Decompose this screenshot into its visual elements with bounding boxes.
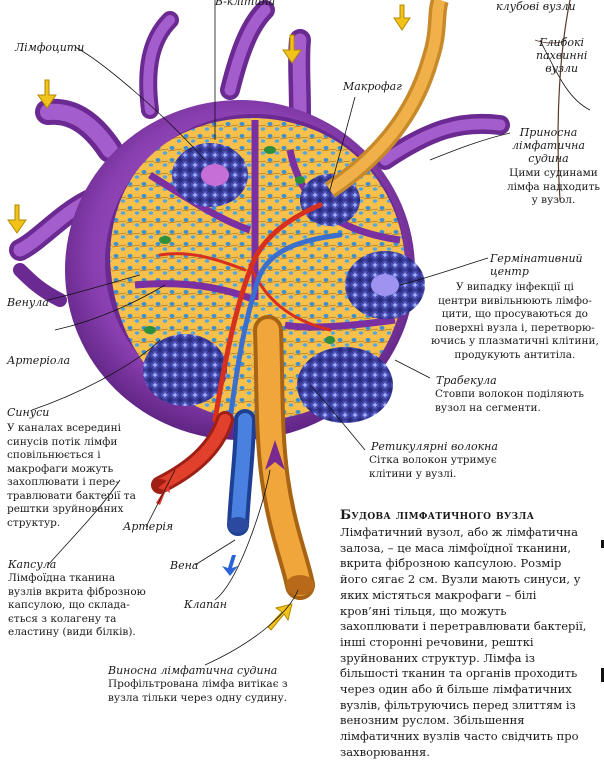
efferent-text: Профільтрована лімфа витікає з вузла тіл… xyxy=(108,678,288,704)
edge-mark xyxy=(601,668,604,682)
hilum-vessels xyxy=(151,315,315,600)
article-heading: Будова лімфатичного вузла xyxy=(340,508,535,523)
lymph-node-illustration xyxy=(7,0,591,666)
thigh-outline xyxy=(557,0,571,201)
efferent-title: Виносна лімфатична судина xyxy=(108,664,278,677)
trabecula-text: Стовпи волокон поділяють вузол на сегмен… xyxy=(435,388,584,414)
reticular-title: Ретикулярні волокна xyxy=(371,440,498,453)
arteriole-label: Артеріола xyxy=(7,354,71,367)
macrophage-label: Макрофаг xyxy=(343,80,402,93)
deep-inguinal-label: Глибокі пахвинні вузли xyxy=(536,36,588,75)
capsule-title: Капсула xyxy=(8,558,57,571)
germinal-text: У випадку інфекції ці центри вивільнюють… xyxy=(431,281,599,361)
reticular-text: Сітка волокон утримує клітини у вузлі. xyxy=(369,454,497,480)
sinuses-text: У каналах всередині синусів потік лімфи … xyxy=(7,422,136,529)
edge-mark xyxy=(601,540,604,548)
blood-vessels-internal xyxy=(158,202,343,423)
vein-label: Вена xyxy=(170,559,199,572)
capsule-text: Лімфоїдна тканина вузлів вкрита фіброзно… xyxy=(8,572,146,638)
valve-label: Клапан xyxy=(184,598,227,611)
sinuses-title: Синуси xyxy=(7,406,50,419)
afferent-text: Цими судинами лімфа надходить у вузол. xyxy=(507,167,600,206)
afferent-title: Приносна лімфатична судина xyxy=(512,126,585,165)
germinal-title: Гермінативний центр xyxy=(490,252,583,278)
lymphocytes-label: Лімфоцити xyxy=(15,41,85,54)
iliac-nodes-label: клубові вузли xyxy=(496,0,576,13)
leader-lines xyxy=(31,0,591,666)
venule-label: Венула xyxy=(7,296,49,309)
b-cell-label: В-клітина xyxy=(215,0,276,8)
macrophages xyxy=(144,146,360,344)
article-body: Лімфатичний вузол, або ж лімфатична зало… xyxy=(340,525,587,759)
artery-label: Артерія xyxy=(123,520,174,533)
trabecula-title: Трабекула xyxy=(436,374,497,387)
